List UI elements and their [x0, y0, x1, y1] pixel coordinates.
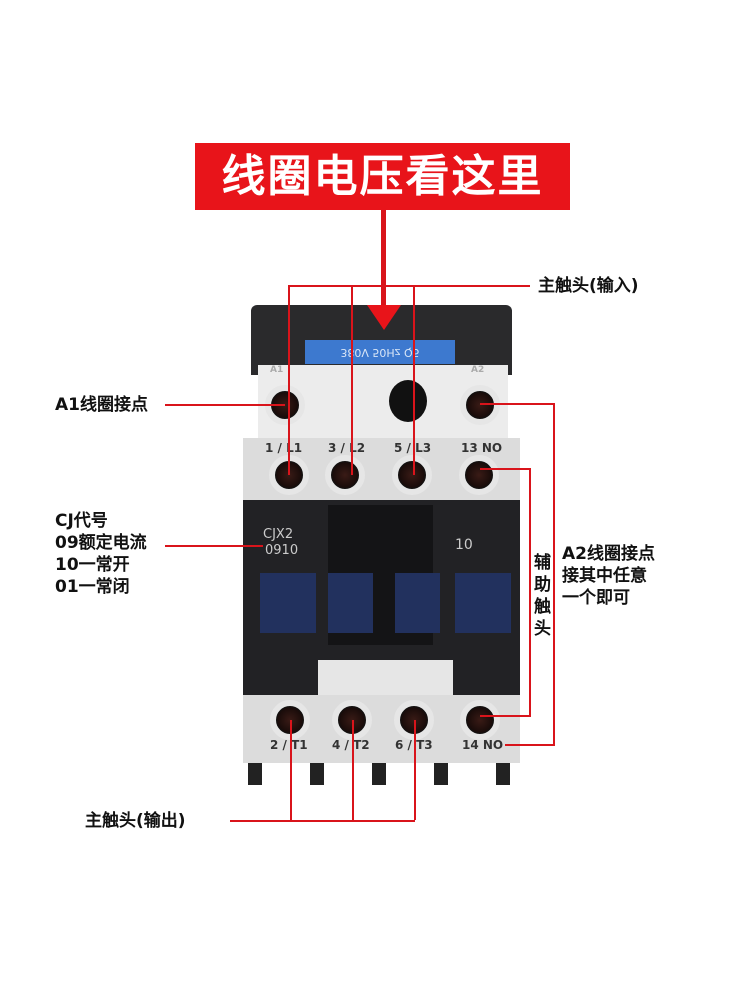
line	[480, 403, 554, 405]
coil-voltage-label: 380V 50Hz Q5	[305, 340, 455, 364]
line	[480, 468, 530, 470]
line	[352, 720, 354, 820]
a2-line: 一个即可	[562, 588, 630, 608]
window	[328, 573, 373, 633]
aux-code: 10	[455, 537, 473, 553]
model: CJX2	[263, 527, 294, 542]
terminal-label: 5 / L3	[394, 441, 432, 455]
terminal-label: 3 / L2	[328, 441, 366, 455]
line	[165, 404, 285, 406]
cj-line: 01一常闭	[55, 577, 130, 597]
terminal-label: 14 NO	[462, 738, 504, 752]
a2-screw	[460, 385, 500, 425]
aux-char: 触	[534, 597, 551, 617]
cj-label: CJ代号 09额定电流 10一常开 01一常闭	[55, 510, 147, 598]
a2-line: A2线圈接点	[562, 544, 655, 564]
line	[351, 285, 353, 475]
terminal-label: 1 / L1	[265, 441, 303, 455]
window	[260, 573, 316, 633]
legs	[248, 763, 515, 785]
window	[455, 573, 511, 633]
window	[395, 573, 440, 633]
arrow-shaft	[381, 210, 386, 310]
code: 0910	[265, 543, 299, 558]
line	[414, 720, 416, 820]
screw	[325, 455, 365, 495]
a2-line: 接其中任意	[562, 566, 647, 586]
main-output-label: 主触头(输出)	[85, 811, 186, 831]
cj-line: CJ代号	[55, 511, 108, 531]
line	[230, 820, 415, 822]
a1-mark: A1	[270, 365, 284, 375]
cj-line: 10一常开	[55, 555, 130, 575]
line	[529, 468, 531, 716]
aux-char: 辅	[534, 553, 551, 573]
line	[165, 545, 263, 547]
a2-mark: A2	[471, 365, 485, 375]
line	[413, 285, 415, 475]
main-input-label: 主触头(输入)	[538, 276, 639, 296]
terminal-label: 13 NO	[461, 441, 503, 455]
terminal-label: 2 / T1	[270, 738, 308, 752]
screw	[460, 700, 500, 740]
cj-line: 09额定电流	[55, 533, 147, 553]
a1-label: A1线圈接点	[55, 395, 148, 415]
aux-label: 辅 助 触 头	[534, 552, 554, 640]
line	[290, 720, 292, 820]
terminal-label: 6 / T3	[395, 738, 433, 752]
screw	[392, 455, 432, 495]
center-hole	[389, 380, 427, 422]
a2-label: A2线圈接点 接其中任意 一个即可	[562, 543, 655, 609]
line	[480, 715, 531, 717]
aux-char: 头	[534, 619, 551, 639]
terminal-label: 4 / T2	[332, 738, 370, 752]
line	[553, 403, 555, 745]
line	[288, 285, 290, 475]
line	[505, 744, 555, 746]
screw	[459, 455, 499, 495]
arrow-head-icon	[367, 305, 401, 330]
coil-voltage-banner: 线圈电压看这里	[195, 143, 570, 210]
line	[288, 285, 530, 287]
aux-char: 助	[534, 575, 551, 595]
